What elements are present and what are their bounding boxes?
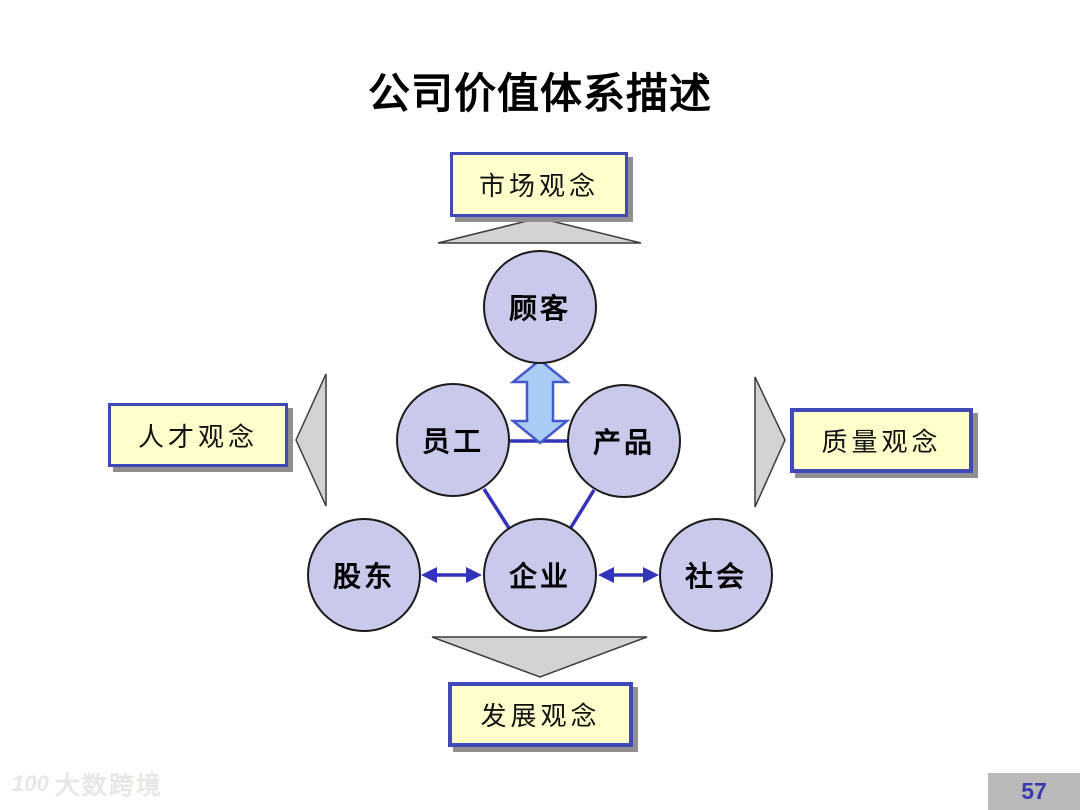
circle-society: 社会 <box>659 518 773 632</box>
circle-customer-label: 顾客 <box>508 293 571 324</box>
circle-employee-label: 员工 <box>421 426 484 457</box>
concept-box-talent-label: 人才观念 <box>137 422 258 452</box>
connector-product-enterprise <box>568 489 596 530</box>
concept-box-quality: 质量观念 <box>790 408 973 473</box>
circle-society-label: 社会 <box>684 561 747 592</box>
circle-product-label: 产品 <box>592 427 655 458</box>
watermark-text: 大数跨境 <box>54 772 163 800</box>
concept-box-development-label: 发展观念 <box>480 702 601 731</box>
circle-enterprise-label: 企业 <box>508 561 571 592</box>
concept-box-quality-label: 质量观念 <box>821 428 942 457</box>
concept-box-market-label: 市场观念 <box>478 172 599 201</box>
concept-box-market: 市场观念 <box>450 152 628 217</box>
wedge-pointer-down-icon <box>431 636 648 678</box>
block-double-arrow-customer-icon <box>509 358 571 445</box>
circle-enterprise: 企业 <box>483 518 597 632</box>
concept-box-development: 发展观念 <box>448 682 633 747</box>
connector-employee-enterprise <box>482 488 511 529</box>
page-number: 57 <box>1021 778 1047 804</box>
wedge-pointer-up-icon <box>437 217 642 244</box>
circle-customer: 顾客 <box>483 250 597 364</box>
concept-box-talent: 人才观念 <box>108 403 288 467</box>
circle-shareholder: 股东 <box>307 518 421 632</box>
double-arrow-shareholder-enterprise <box>421 567 482 583</box>
wedge-pointer-right-icon <box>754 376 786 508</box>
watermark-100-icon: 100 <box>12 771 49 796</box>
watermark-logo: 100 大数跨境 <box>12 766 163 802</box>
wedge-pointer-left-icon <box>295 373 327 507</box>
double-arrow-enterprise-society <box>598 567 659 583</box>
circle-shareholder-label: 股东 <box>332 561 395 592</box>
circle-product: 产品 <box>567 384 681 498</box>
page-number-badge: 57 <box>988 773 1080 810</box>
page-title: 公司价值体系描述 <box>367 70 712 117</box>
circle-employee: 员工 <box>396 383 510 497</box>
